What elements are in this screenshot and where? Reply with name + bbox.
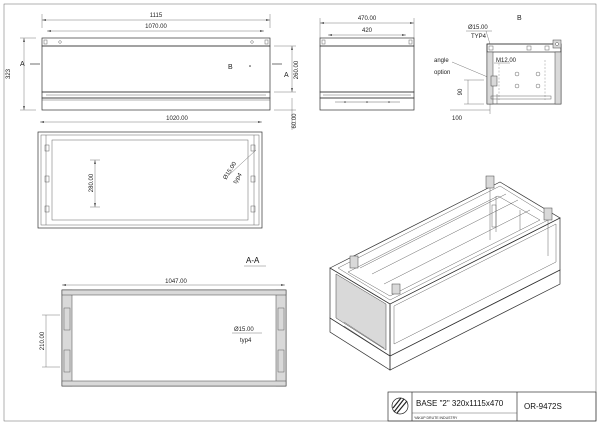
side-view: 470.00 420	[319, 16, 415, 111]
view-b-label: B	[228, 64, 233, 71]
detail-b-angle: angle	[434, 58, 449, 64]
drawing-name: BASE "2" 320x1115x470	[416, 399, 504, 408]
detail-b-thread: M12.00	[496, 58, 517, 64]
section-aa-title: A-A	[246, 256, 260, 265]
section-typ: typ4	[240, 338, 252, 344]
title-block: BASE "2" 320x1115x470 YAKUP DRUTE INDUST…	[387, 391, 597, 422]
company-logo	[391, 397, 409, 415]
top-typ: typ4	[233, 172, 244, 185]
isometric-view	[329, 175, 561, 371]
drawing-frame	[3, 3, 597, 422]
front-top-rail	[41, 37, 271, 47]
front-overall-width: 1115	[150, 13, 163, 19]
detail-b-typ: TYP4	[471, 34, 487, 40]
section-width: 1047.00	[165, 279, 187, 285]
section-height: 210.00	[40, 331, 46, 350]
detail-b-hole: Ø15.00	[468, 25, 488, 31]
detail-b-width: 100	[452, 116, 463, 122]
top-view: 1020.00 280.00 Ø15.00 typ4	[37, 116, 263, 229]
detail-b-option: option	[434, 70, 450, 76]
front-inner-width: 1070.00	[145, 24, 167, 30]
front-plinth	[41, 97, 271, 111]
section-hole: Ø15.00	[234, 327, 254, 333]
section-marker-right: A	[284, 72, 289, 79]
front-height: 323	[6, 68, 12, 79]
top-width: 1020.00	[166, 116, 188, 122]
section-marker-left: A	[20, 61, 25, 68]
front-foot-height: 60.00	[292, 113, 298, 129]
front-view: 1115 1070.00 323 A A B	[6, 13, 300, 130]
company-name: YAKUP DRUTE INDUSTRY	[414, 416, 458, 420]
detail-b: B Ø15.00 TYP4 angle option M12.00 90	[434, 15, 562, 122]
section-aa: A-A 1047.00 210.00 Ø15.00 typ4	[40, 256, 287, 387]
front-inner-height: 260.00	[294, 60, 300, 79]
detail-b-title: B	[517, 15, 522, 22]
side-inner-width: 420	[362, 28, 373, 34]
detail-b-height: 90	[458, 88, 464, 95]
front-body	[41, 45, 271, 93]
drawing-code: OR-9472S	[524, 402, 562, 411]
side-overall-width: 470.00	[358, 16, 377, 22]
top-inner-height: 280.00	[89, 173, 95, 192]
